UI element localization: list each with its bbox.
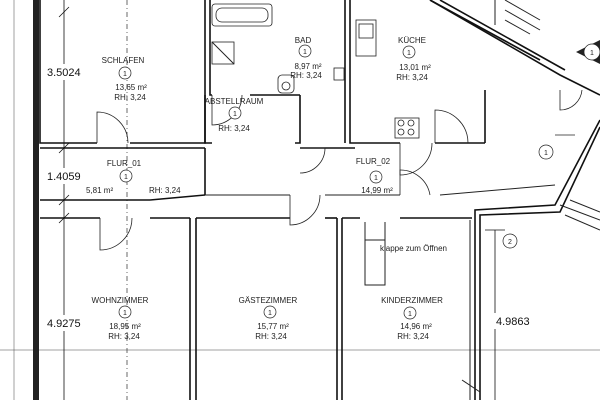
- room-name: FLUR_01: [107, 159, 142, 168]
- room-name: BAD: [295, 36, 312, 45]
- room-mark: 1: [233, 111, 237, 118]
- section-marker-label: 1: [590, 50, 594, 57]
- room-bad: BAD 1 8,97 m² RH: 3,24: [290, 36, 322, 80]
- room-area: 14,96 m²: [400, 322, 432, 331]
- room-height: RH: 3,24: [114, 93, 146, 102]
- room-abstellraum: ABSTELLRAUM 1 RH: 3,24: [205, 97, 264, 133]
- room-mark: 1: [408, 311, 412, 318]
- dimension-label-bottom-right: 4.9863: [496, 316, 530, 328]
- room-name: FLUR_02: [356, 157, 391, 166]
- room-flur-01: FLUR_01 1 5,81 m² RH: 3,24: [86, 159, 181, 195]
- room-schlafen: SCHLAFEN 1 13,65 m² RH: 3,24: [102, 56, 147, 102]
- hatch-note: klappe zum Öffnen: [380, 244, 447, 253]
- room-height: RH: 3,24: [397, 332, 429, 341]
- room-area: 15,77 m²: [257, 322, 289, 331]
- outer-wall-left: [33, 0, 39, 400]
- room-flur-02: FLUR_02 1 14,99 m²: [356, 157, 393, 195]
- room-area: 18,95 m²: [109, 322, 141, 331]
- room-mark: 1: [374, 175, 378, 182]
- staircase: [494, 0, 600, 231]
- room-name: SCHLAFEN: [102, 56, 145, 65]
- marker-circle: [538, 144, 554, 160]
- room-gaestezimmer: GÄSTEZIMMER 1 15,77 m² RH: 3,24: [239, 296, 298, 341]
- bathroom-fixtures: [211, 3, 345, 94]
- room-mark: 1: [407, 50, 411, 57]
- room-name: ABSTELLRAUM: [205, 97, 264, 106]
- kitchen-fixtures: [355, 19, 420, 139]
- room-mark: 1: [303, 49, 307, 56]
- room-height: RH: 3,24: [396, 73, 428, 82]
- room-height: RH: 3,24: [108, 332, 140, 341]
- dimension-label-corridor: 1.4059: [47, 171, 81, 183]
- section-marker-circle: [583, 43, 600, 61]
- room-height: RH: 3,24: [149, 186, 181, 195]
- grid-marker-circle: [502, 233, 518, 249]
- room-wohnzimmer: WOHNZIMMER 1 18,95 m² RH: 3,24: [92, 296, 149, 341]
- hatch-rectangle: [364, 222, 386, 286]
- outer-wall-right: [429, 0, 600, 400]
- marker-label: 1: [544, 150, 548, 157]
- room-name: KINDERZIMMER: [381, 296, 443, 305]
- room-mark: 1: [268, 310, 272, 317]
- room-area: 8,97 m²: [294, 62, 321, 71]
- room-area: RH: 3,24: [218, 124, 250, 133]
- room-mark: 1: [124, 174, 128, 181]
- room-kinderzimmer: KINDERZIMMER 1 14,96 m² RH: 3,24: [381, 296, 443, 341]
- room-name: GÄSTEZIMMER: [239, 296, 298, 305]
- room-area: 13,01 m²: [399, 63, 431, 72]
- room-area: 13,65 m²: [115, 83, 147, 92]
- dimension-label-bottom-left: 4.9275: [47, 318, 81, 330]
- corridor-walls: [40, 147, 556, 201]
- room-name: WOHNZIMMER: [92, 296, 149, 305]
- grid-marker-label: 2: [508, 239, 512, 246]
- lower-row-walls: [40, 217, 472, 400]
- room-mark: 1: [123, 310, 127, 317]
- room-height: RH: 3,24: [255, 332, 287, 341]
- room-height: RH: 3,24: [290, 71, 322, 80]
- doors: [96, 89, 583, 251]
- room-area: 14,99 m²: [361, 186, 393, 195]
- dimension-label-top: 3.5024: [47, 67, 81, 79]
- room-kueche: KÜCHE 1 13,01 m² RH: 3,24: [396, 36, 431, 82]
- room-area: 5,81 m²: [86, 186, 113, 195]
- room-name: KÜCHE: [398, 36, 426, 45]
- room-mark: 1: [123, 71, 127, 78]
